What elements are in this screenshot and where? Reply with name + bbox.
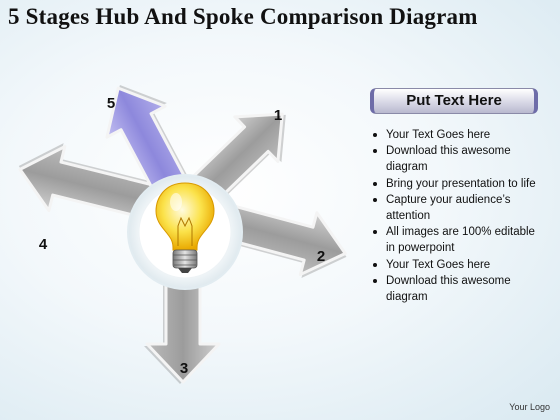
bullet-item: Download this awesome diagram bbox=[370, 143, 542, 175]
stage-number-2: 2 bbox=[317, 248, 325, 265]
stage-number-5: 5 bbox=[107, 95, 115, 112]
stage-number-3: 3 bbox=[180, 360, 188, 377]
bullet-item: Your Text Goes here bbox=[370, 127, 542, 143]
page-title: 5 Stages Hub And Spoke Comparison Diagra… bbox=[8, 4, 478, 29]
bullet-item: Capture your audience’s attention bbox=[370, 192, 542, 224]
bullet-list: Your Text Goes here Download this awesom… bbox=[370, 127, 542, 305]
bullet-item: All images are 100% editable in powerpoi… bbox=[370, 224, 542, 256]
stage-number-1: 1 bbox=[274, 107, 282, 124]
logo-text: Your Logo bbox=[509, 402, 550, 412]
light-bulb-icon bbox=[155, 182, 215, 273]
bullet-item: Your Text Goes here bbox=[370, 257, 542, 273]
panel-header: Put Text Here bbox=[370, 88, 538, 114]
bullet-item: Download this awesome diagram bbox=[370, 273, 542, 305]
bullet-item: Bring your presentation to life bbox=[370, 176, 542, 192]
stage-number-4: 4 bbox=[39, 236, 48, 253]
